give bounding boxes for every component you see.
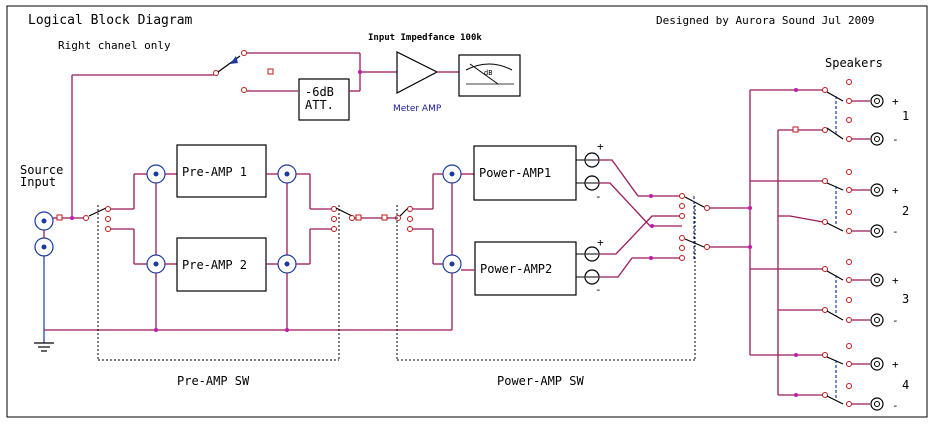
speaker-group-2: + - 2 (750, 169, 909, 238)
speaker4-plus: + (892, 358, 899, 371)
speaker1-minus: - (892, 133, 899, 146)
diagram-title: Logical Block Diagram (28, 13, 193, 28)
meter-impedance-label: Input Impedfance 100k (368, 33, 482, 43)
speaker-group-1: + - 1 (750, 79, 909, 146)
credit-text: Designed by Aurora Sound Jul 2009 (656, 14, 875, 27)
preamp1-box: Pre-AMP 1 (176, 144, 267, 198)
poweramp2-input-jack (442, 254, 462, 274)
speaker4-minus: - (892, 399, 899, 412)
attenuator-box: -6dB ATT. (298, 78, 350, 121)
ground-icon (34, 342, 54, 352)
speaker-number-2: 2 (902, 204, 909, 218)
preamp2-input-jack (146, 254, 166, 274)
preamp1-input-jack (146, 164, 166, 184)
poweramp1-plus: + (597, 140, 604, 153)
poweramp1-minus: - (595, 190, 602, 203)
meter-amp-triangle (396, 51, 439, 94)
speaker-number-3: 3 (902, 292, 909, 306)
preamp1-label: Pre-AMP 1 (182, 165, 247, 179)
poweramp2-box: Power-AMP2 (474, 241, 577, 296)
preamp2-label: Pre-AMP 2 (182, 258, 247, 272)
poweramp1-input-jack (442, 164, 462, 184)
speaker-group-3: + - 3 (750, 259, 909, 327)
source-jack-top (34, 211, 54, 231)
speaker3-plus: + (892, 274, 899, 287)
poweramp2-positive-terminal (584, 246, 600, 262)
poweramp2-label: Power-AMP2 (480, 262, 552, 276)
att-label-2: ATT. (305, 98, 334, 112)
preamp2-box: Pre-AMP 2 (176, 237, 267, 292)
preamp2-output-jack (277, 254, 297, 274)
speakers-label: Speakers (825, 56, 883, 70)
speaker1-plus: + (892, 95, 899, 108)
preamp1-output-jack (277, 164, 297, 184)
poweramp2-negative-terminal (584, 269, 600, 285)
source-jack-bottom (34, 237, 54, 257)
speaker-group-4: + - 4 (750, 343, 909, 412)
poweramp-sw-label: Power-AMP SW (497, 374, 584, 388)
channel-note: Right chanel only (58, 39, 171, 52)
poweramp1-box: Power-AMP1 (473, 145, 577, 201)
db-meter-icon: dB (458, 54, 521, 97)
poweramp1-negative-terminal (584, 175, 600, 191)
meter-db-label: dB (484, 69, 492, 77)
speaker2-plus: + (892, 184, 899, 197)
poweramp1-label: Power-AMP1 (479, 166, 551, 180)
poweramp1-positive-terminal (584, 152, 600, 168)
source-label-1: Source (20, 163, 63, 177)
preamp-sw-label: Pre-AMP SW (177, 374, 250, 388)
meter-amp-label: Meter AMP (393, 104, 442, 114)
poweramp2-minus: - (595, 283, 602, 296)
poweramp2-plus: + (597, 236, 604, 249)
source-label-2: Input (20, 175, 56, 189)
speaker-number-4: 4 (902, 378, 909, 392)
diagram-frame (6, 5, 928, 418)
speaker2-minus: - (892, 225, 899, 238)
speaker3-minus: - (892, 314, 899, 327)
att-label-1: -6dB (305, 85, 334, 99)
speaker-number-1: 1 (902, 109, 909, 123)
